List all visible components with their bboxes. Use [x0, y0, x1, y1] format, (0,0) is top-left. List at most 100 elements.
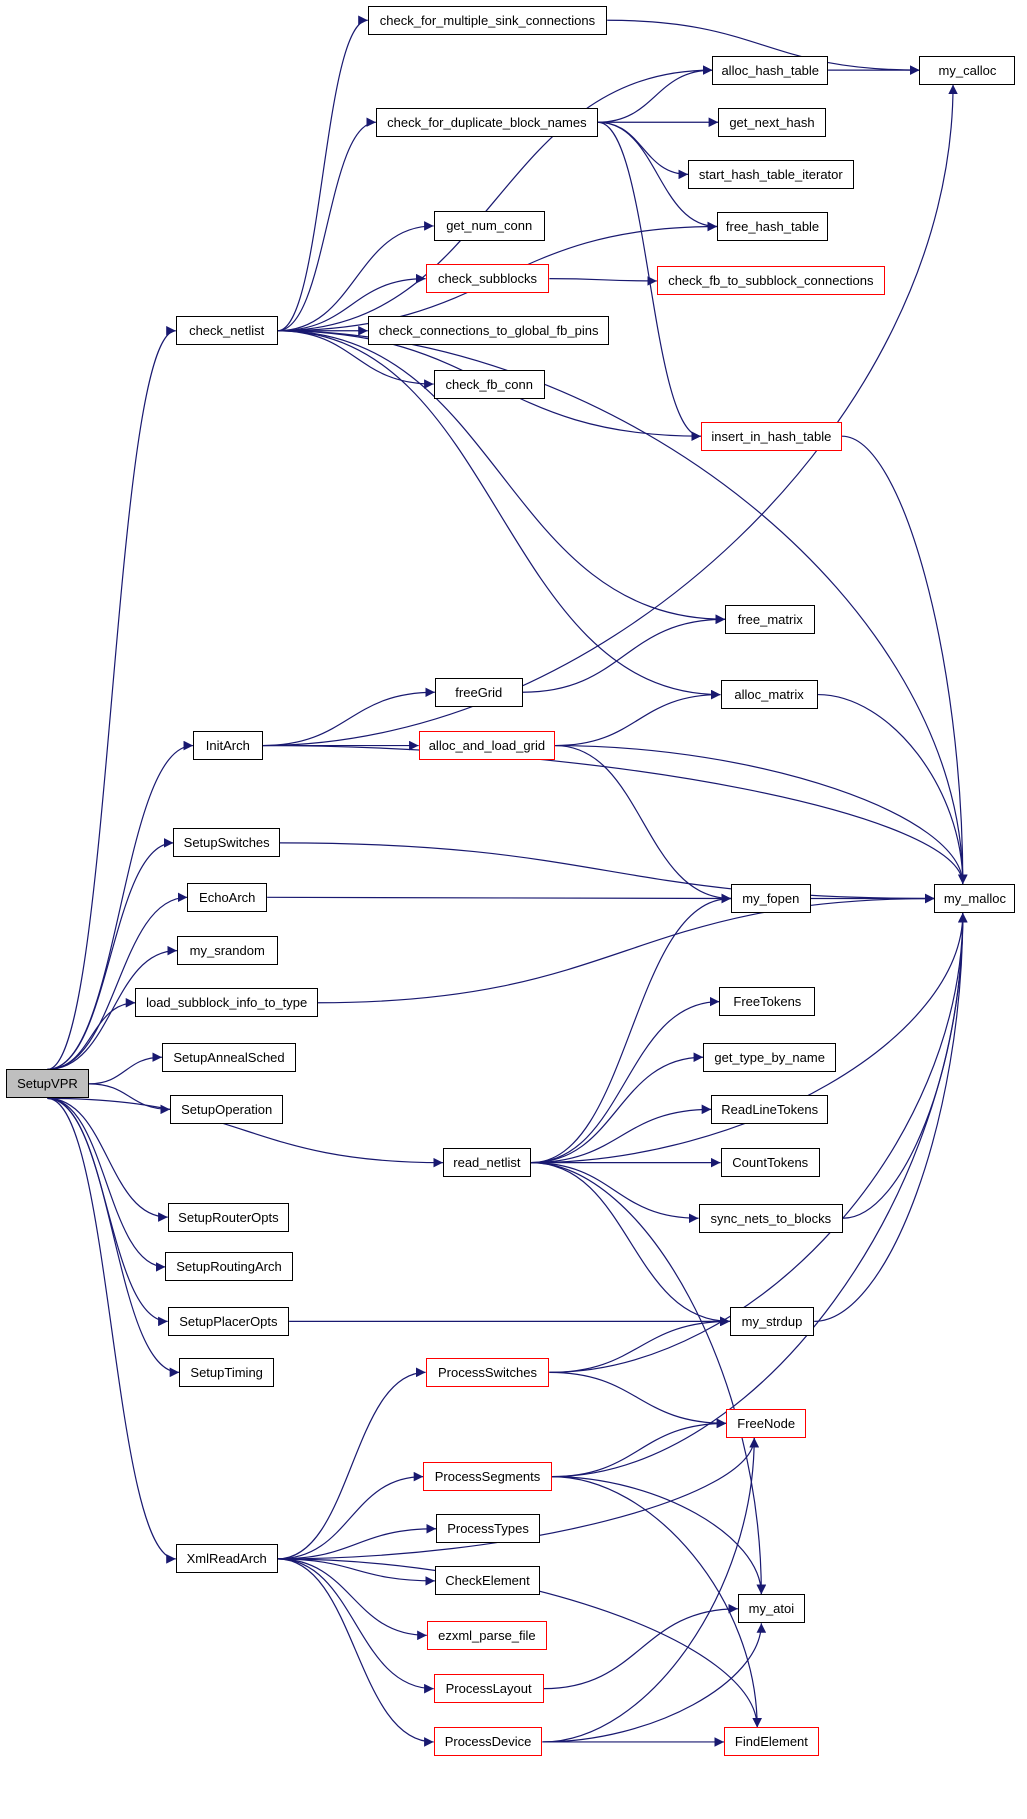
edge-check-netlist-to-check-for-duplicate-block-names — [277, 117, 376, 332]
node-check-subblocks[interactable]: check_subblocks — [425, 264, 550, 294]
edge-read-netlist-to-get-type-by-name — [530, 1052, 704, 1164]
edge-setup-vpr-to-setup-router-opts — [47, 1097, 168, 1222]
node-check-connections-to-global-fb-pins[interactable]: check_connections_to_global_fb_pins — [367, 316, 610, 346]
edge-xml-read-arch-to-process-switches — [277, 1367, 426, 1560]
node-setup-placer-opts[interactable]: SetupPlacerOpts — [167, 1306, 290, 1336]
node-free-matrix[interactable]: free_matrix — [725, 604, 816, 634]
edge-alloc-matrix-to-my-malloc — [817, 693, 968, 885]
edge-alloc-and-load-grid-to-my-fopen — [555, 744, 731, 904]
edge-load-subblock-info-to-type-to-my-malloc — [318, 893, 935, 1004]
edge-check-netlist-to-alloc-hash-table — [277, 65, 713, 332]
edge-process-segments-to-my-atoi — [551, 1476, 767, 1595]
node-setup-anneal-sched[interactable]: SetupAnnealSched — [161, 1042, 297, 1072]
node-get-type-by-name[interactable]: get_type_by_name — [703, 1042, 837, 1072]
edge-process-switches-to-free-node — [549, 1371, 727, 1429]
node-setup-timing[interactable]: SetupTiming — [179, 1357, 275, 1387]
node-check-for-multiple-sink-connections[interactable]: check_for_multiple_sink_connections — [367, 5, 608, 35]
edge-check-netlist-to-my-malloc — [277, 330, 968, 885]
edge-process-layout-to-my-atoi — [543, 1603, 738, 1690]
node-free-node[interactable]: FreeNode — [726, 1408, 807, 1438]
node-setup-routing-arch[interactable]: SetupRoutingArch — [165, 1252, 293, 1282]
node-check-for-duplicate-block-names[interactable]: check_for_duplicate_block_names — [375, 107, 598, 137]
edge-setup-switches-to-my-malloc — [279, 842, 935, 904]
edge-init-arch-to-free-grid — [262, 687, 435, 747]
node-setup-vpr[interactable]: SetupVPR — [5, 1069, 90, 1099]
edge-read-netlist-to-my-strdup — [530, 1162, 730, 1327]
node-setup-router-opts[interactable]: SetupRouterOpts — [167, 1202, 290, 1232]
node-echo-arch[interactable]: EchoArch — [187, 882, 268, 912]
node-free-grid[interactable]: freeGrid — [434, 677, 523, 707]
edge-check-for-duplicate-block-names-to-alloc-hash-table — [597, 65, 713, 123]
node-get-next-hash[interactable]: get_next_hash — [718, 107, 826, 137]
edge-check-netlist-to-free-matrix — [277, 330, 726, 625]
edge-setup-vpr-to-setup-operation — [89, 1083, 171, 1115]
edge-setup-vpr-to-xml-read-arch — [47, 1097, 176, 1564]
node-load-subblock-info-to-type[interactable]: load_subblock_info_to_type — [135, 988, 319, 1018]
node-count-tokens[interactable]: CountTokens — [720, 1148, 820, 1178]
node-check-fb-to-subblock-connections[interactable]: check_fb_to_subblock_connections — [656, 266, 885, 296]
node-free-tokens[interactable]: FreeTokens — [719, 987, 816, 1017]
node-process-device[interactable]: ProcessDevice — [433, 1727, 543, 1757]
edge-xml-read-arch-to-process-layout — [277, 1558, 434, 1694]
edge-alloc-and-load-grid-to-my-malloc — [555, 744, 968, 885]
node-check-fb-conn[interactable]: check_fb_conn — [433, 369, 545, 399]
node-process-layout[interactable]: ProcessLayout — [433, 1674, 544, 1704]
edge-read-netlist-to-free-tokens — [530, 996, 720, 1164]
node-get-num-conn[interactable]: get_num_conn — [433, 210, 545, 241]
node-setup-operation[interactable]: SetupOperation — [170, 1094, 284, 1124]
node-my-calloc[interactable]: my_calloc — [919, 55, 1016, 85]
edge-xml-read-arch-to-process-types — [277, 1523, 437, 1560]
edge-alloc-and-load-grid-to-alloc-matrix — [555, 689, 721, 747]
edge-setup-vpr-to-setup-anneal-sched — [89, 1052, 162, 1085]
edge-process-segments-to-find-element — [551, 1476, 762, 1728]
node-my-atoi[interactable]: my_atoi — [737, 1594, 805, 1624]
node-start-hash-table-iterator[interactable]: start_hash_table_iterator — [688, 159, 854, 189]
node-my-fopen[interactable]: my_fopen — [730, 884, 811, 913]
edge-read-netlist-to-my-fopen — [530, 893, 731, 1164]
edge-check-for-duplicate-block-names-to-free-hash-table — [597, 121, 718, 232]
node-check-element[interactable]: CheckElement — [434, 1566, 541, 1596]
edge-echo-arch-to-my-fopen — [267, 893, 731, 904]
edge-check-subblocks-to-check-fb-to-subblock-connections — [549, 276, 657, 286]
edge-setup-vpr-to-setup-switches — [47, 838, 174, 1070]
node-setup-switches[interactable]: SetupSwitches — [173, 828, 280, 858]
node-my-srandom[interactable]: my_srandom — [176, 936, 278, 966]
node-process-segments[interactable]: ProcessSegments — [423, 1462, 552, 1492]
edge-read-netlist-to-read-line-tokens — [530, 1104, 712, 1164]
node-alloc-and-load-grid[interactable]: alloc_and_load_grid — [418, 731, 556, 761]
edge-check-for-multiple-sink-connections-to-my-calloc — [607, 19, 920, 75]
node-find-element[interactable]: FindElement — [723, 1727, 819, 1757]
edge-check-netlist-to-check-subblocks — [277, 273, 426, 332]
node-my-malloc[interactable]: my_malloc — [934, 884, 1016, 913]
node-free-hash-table[interactable]: free_hash_table — [717, 212, 829, 241]
edge-xml-read-arch-to-ezxml-parse-file — [277, 1558, 427, 1641]
edge-xml-read-arch-to-process-device — [277, 1558, 434, 1747]
edge-process-switches-to-my-strdup — [549, 1316, 730, 1373]
edge-setup-vpr-to-init-arch — [47, 740, 194, 1070]
edge-my-strdup-to-my-malloc — [814, 912, 968, 1322]
node-process-types[interactable]: ProcessTypes — [436, 1514, 541, 1544]
node-sync-nets-to-blocks[interactable]: sync_nets_to_blocks — [698, 1203, 844, 1233]
node-process-switches[interactable]: ProcessSwitches — [425, 1357, 550, 1387]
edge-setup-vpr-to-setup-timing — [47, 1097, 180, 1378]
edge-init-arch-to-my-malloc — [262, 744, 968, 885]
node-my-strdup[interactable]: my_strdup — [729, 1306, 815, 1336]
node-alloc-hash-table[interactable]: alloc_hash_table — [712, 55, 829, 85]
node-check-netlist[interactable]: check_netlist — [175, 316, 278, 346]
edge-init-arch-to-my-calloc — [262, 84, 958, 747]
edge-xml-read-arch-to-free-node — [277, 1437, 759, 1560]
edge-process-device-to-free-node — [542, 1437, 760, 1743]
node-read-line-tokens[interactable]: ReadLineTokens — [711, 1094, 829, 1124]
edge-insert-in-hash-table-to-my-malloc — [841, 435, 968, 885]
edge-process-device-to-my-atoi — [542, 1623, 767, 1743]
edge-check-netlist-to-get-num-conn — [277, 221, 434, 332]
edge-xml-read-arch-to-process-segments — [277, 1471, 424, 1560]
node-insert-in-hash-table[interactable]: insert_in_hash_table — [700, 421, 842, 451]
node-init-arch[interactable]: InitArch — [193, 731, 263, 761]
node-read-netlist[interactable]: read_netlist — [442, 1148, 531, 1178]
node-alloc-matrix[interactable]: alloc_matrix — [720, 680, 818, 710]
node-xml-read-arch[interactable]: XmlReadArch — [175, 1544, 278, 1574]
edge-process-segments-to-my-malloc — [551, 912, 968, 1478]
node-ezxml-parse-file[interactable]: ezxml_parse_file — [426, 1620, 548, 1650]
